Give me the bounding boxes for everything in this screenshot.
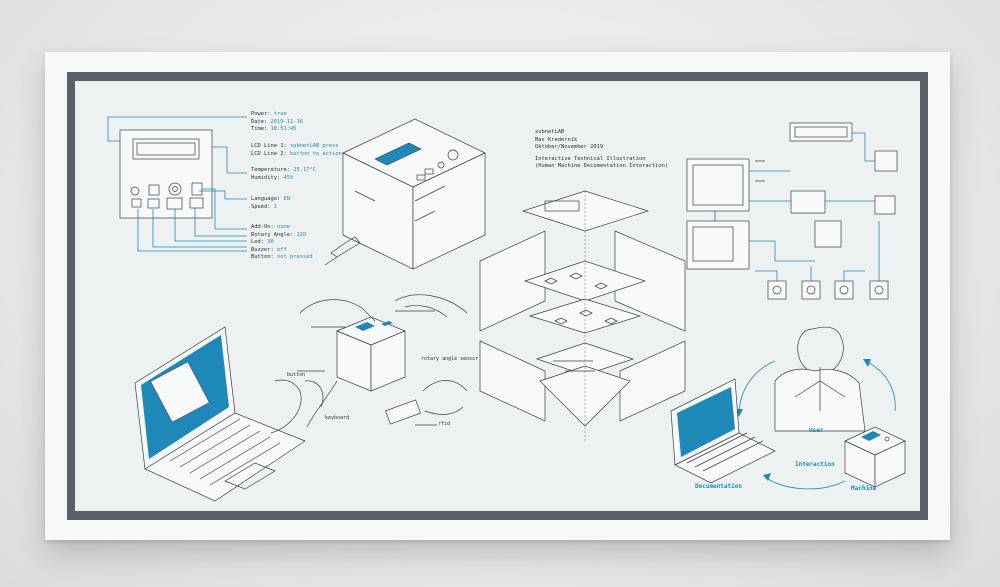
callout-keyboard: keyboard	[325, 415, 350, 421]
callout-button: button	[287, 372, 306, 378]
value: 2019-11-16	[270, 118, 303, 125]
illustration-canvas: .ln { fill: none; stroke: #3a3f44; strok…	[75, 81, 920, 511]
status-readout-io: Add-On: none Rotary Angle: 120 Led: 30 B…	[251, 224, 313, 262]
readout-buzzer: Buzzer: off	[251, 247, 313, 255]
value: 1	[273, 203, 277, 210]
cycle-documentation-label: Documentation	[695, 483, 742, 490]
cycle-user-label: User	[809, 427, 824, 434]
readout-humidity: Humidity: 45%	[251, 175, 316, 183]
readout-led: Led: 30	[251, 239, 313, 247]
readout-addon: Add-On: none	[251, 224, 313, 232]
readout-time: Time: 18:51:45	[251, 126, 303, 134]
value: 25.17°C	[293, 167, 316, 173]
status-readout: Power: true Date: 2019-11-16 Time: 18:51…	[251, 111, 303, 134]
label: Speed:	[251, 203, 274, 210]
wiring-schematic	[686, 122, 898, 300]
readout-lcd2: LCD Line 2: button to action	[251, 151, 342, 159]
readout-speed: Speed: 1	[251, 204, 290, 212]
label: LCD Line 2:	[251, 150, 290, 157]
callout-rotary-angle-sensor: rotary angle sensor	[421, 356, 479, 362]
value: subnetLAB press	[289, 143, 339, 149]
value: 18:51:45	[270, 126, 297, 133]
credits-block: subnetLAB Max Kredernik Oktober/November…	[535, 129, 668, 171]
credits-title: Interactive Technical Illustration	[535, 155, 646, 162]
label: Temperature:	[251, 167, 294, 173]
readout-temperature: Temperature: 25.17°C	[251, 167, 316, 175]
status-readout-env: Temperature: 25.17°C Humidity: 45%	[251, 167, 316, 182]
value: off	[276, 246, 287, 253]
value: button to action	[289, 150, 342, 157]
value: true	[273, 111, 287, 117]
laptop-illustration	[134, 326, 324, 502]
callout-rfid: rfid	[438, 421, 451, 427]
readout-rotary: Rotary Angle: 120	[251, 232, 313, 240]
label: Time:	[251, 126, 271, 133]
cycle-interaction-label: Interaction	[795, 461, 835, 468]
front-panel-diagram	[107, 116, 247, 252]
picture-frame: .ln { fill: none; stroke: #3a3f44; strok…	[45, 52, 950, 540]
label: Language:	[251, 196, 284, 202]
label: LCD Line 1:	[251, 143, 290, 149]
credits-project: subnetLAB	[535, 129, 565, 135]
label: Date:	[251, 118, 271, 125]
label: Led:	[251, 239, 268, 246]
value: 120	[296, 231, 307, 238]
label: Power:	[251, 111, 274, 117]
exploded-view	[479, 190, 686, 441]
readout-power: Power: true	[251, 111, 303, 119]
readout-lcd1: LCD Line 1: subnetLAB press	[251, 143, 342, 151]
value: EN	[283, 196, 290, 202]
illustration-drawing: .ln { fill: none; stroke: #3a3f44; strok…	[107, 116, 906, 502]
label: Button:	[251, 254, 277, 261]
label: Humidity:	[251, 174, 284, 181]
value: none	[276, 224, 290, 230]
value: not pressed	[276, 254, 313, 261]
readout-button: Button: not pressed	[251, 254, 313, 262]
readout-date: Date: 2019-11-16	[251, 119, 303, 127]
credits-date: Oktober/November 2019	[535, 144, 604, 151]
value: 45%	[283, 174, 294, 181]
label: Add-On:	[251, 224, 277, 230]
hands-with-device	[297, 294, 468, 428]
status-readout-settings: Language: EN Speed: 1	[251, 196, 290, 211]
status-readout-lcd: LCD Line 1: subnetLAB press LCD Line 2: …	[251, 143, 342, 158]
credits-author: Max Kredernik	[535, 136, 578, 143]
label: Buzzer:	[251, 246, 277, 253]
credits-subtitle: (Human Machine Documentation Interaction…	[535, 163, 669, 170]
isometric-device-box	[324, 118, 486, 270]
readout-language: Language: EN	[251, 196, 290, 204]
cycle-machine-label: Machine	[851, 485, 877, 492]
value: 30	[267, 239, 274, 246]
label: Rotary Angle:	[251, 231, 297, 238]
cycle-diagram	[670, 326, 906, 490]
